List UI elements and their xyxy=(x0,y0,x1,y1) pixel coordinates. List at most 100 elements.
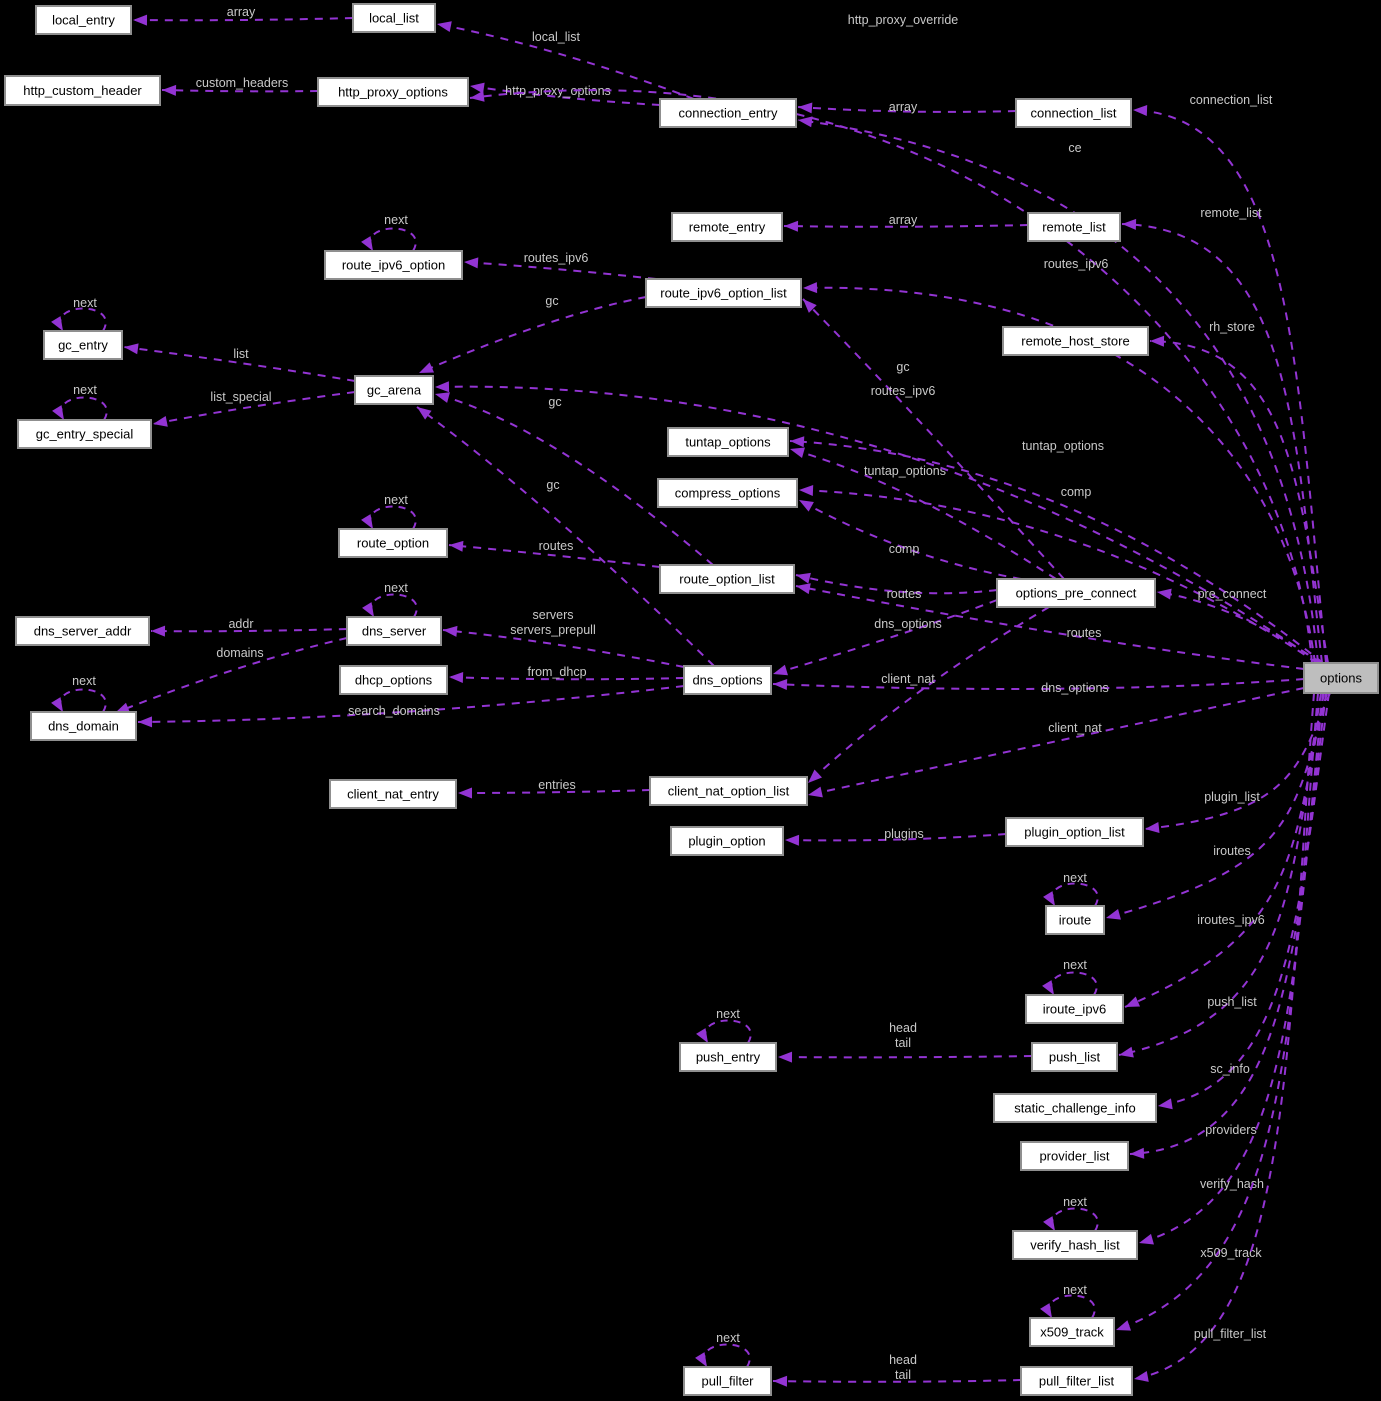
edge-label: next xyxy=(1063,958,1087,972)
edge-options-client_nat_option_list xyxy=(807,687,1305,796)
node-dns_server[interactable]: dns_server xyxy=(346,616,442,646)
arrowhead-icon xyxy=(1125,996,1141,1007)
arrowhead-icon xyxy=(443,625,458,637)
arrowhead-icon xyxy=(790,447,805,459)
edge-options-provider_list xyxy=(1129,692,1327,1155)
self-loop-pull_filter xyxy=(703,1343,751,1368)
edge-options-remote_list xyxy=(1121,223,1323,664)
arrowhead-icon xyxy=(1116,1320,1132,1331)
node-http_proxy_options[interactable]: http_proxy_options xyxy=(317,77,469,107)
edge-options-pull_filter_list xyxy=(1133,692,1315,1380)
edge-label: next xyxy=(384,581,408,595)
edge-label: list_special xyxy=(210,390,271,404)
arrowhead-icon xyxy=(1106,908,1121,920)
edge-gc_arena-gc_entry_special xyxy=(152,391,356,425)
edge-label: dns_options xyxy=(1041,681,1108,695)
node-iroute_ipv6[interactable]: iroute_ipv6 xyxy=(1025,994,1124,1024)
arrowhead-icon xyxy=(138,716,153,728)
node-route_option[interactable]: route_option xyxy=(338,528,448,558)
edge-label: verify_hash xyxy=(1200,1177,1264,1191)
node-push_list[interactable]: push_list xyxy=(1031,1042,1118,1072)
edge-options_pre_connect-client_nat_option_list xyxy=(807,606,1050,784)
node-dns_domain[interactable]: dns_domain xyxy=(30,711,137,741)
edge-label: next xyxy=(716,1007,740,1021)
node-verify_hash_list[interactable]: verify_hash_list xyxy=(1012,1230,1138,1260)
node-remote_list[interactable]: remote_list xyxy=(1027,212,1121,242)
edge-label: routes_ipv6 xyxy=(1044,257,1109,271)
edge-options-connection_entry xyxy=(797,119,1319,664)
edge-options-verify_hash_list xyxy=(1138,692,1324,1244)
arrowhead-icon xyxy=(115,702,131,713)
node-gc_entry[interactable]: gc_entry xyxy=(43,330,123,360)
arrowhead-icon xyxy=(1043,1216,1055,1231)
edge-options_pre_connect-route_option_list xyxy=(795,574,998,595)
node-push_entry[interactable]: push_entry xyxy=(679,1042,777,1072)
arrowhead-icon xyxy=(470,90,485,102)
edge-options-compress_options xyxy=(798,489,1318,664)
node-connection_entry[interactable]: connection_entry xyxy=(659,98,797,128)
edge-connection_entry-http_proxy_options xyxy=(469,85,661,106)
edge-label: sc_info xyxy=(1210,1062,1250,1076)
arrowhead-icon xyxy=(458,787,472,799)
edge-remote_list-remote_entry xyxy=(783,224,1029,228)
edge-options-iroute xyxy=(1105,692,1328,919)
node-tuntap_options[interactable]: tuntap_options xyxy=(667,427,789,457)
node-remote_entry[interactable]: remote_entry xyxy=(671,212,783,242)
node-client_nat_entry[interactable]: client_nat_entry xyxy=(329,779,457,809)
arrowhead-icon xyxy=(803,282,818,294)
node-static_challenge_info[interactable]: static_challenge_info xyxy=(993,1093,1157,1123)
edge-label: gc xyxy=(548,395,561,409)
edge-label: list xyxy=(233,347,249,361)
edge-label: next xyxy=(72,674,96,688)
edge-label: x509_track xyxy=(1200,1246,1262,1260)
self-loop-verify_hash_list xyxy=(1051,1207,1099,1232)
edge-options-remote_host_store xyxy=(1149,340,1329,664)
arrowhead-icon xyxy=(1158,1098,1173,1110)
edge-label: search_domains xyxy=(348,704,440,718)
node-route_ipv6_option_list[interactable]: route_ipv6_option_list xyxy=(645,278,802,308)
edge-http_proxy_options-http_custom_header xyxy=(161,89,319,93)
self-loop-x509_track xyxy=(1048,1294,1096,1319)
node-route_option_list[interactable]: route_option_list xyxy=(659,564,795,594)
node-plugin_option[interactable]: plugin_option xyxy=(670,826,784,856)
node-pull_filter[interactable]: pull_filter xyxy=(683,1366,772,1396)
edge-pull_filter_list-pull_filter xyxy=(772,1379,1022,1383)
node-local_list[interactable]: local_list xyxy=(352,3,436,33)
node-dns_server_addr[interactable]: dns_server_addr xyxy=(15,616,150,646)
node-pull_filter_list[interactable]: pull_filter_list xyxy=(1020,1366,1133,1396)
edge-label: gc xyxy=(546,478,559,492)
node-dns_options[interactable]: dns_options xyxy=(683,665,772,695)
arrowhead-icon xyxy=(808,769,822,783)
node-x509_track[interactable]: x509_track xyxy=(1029,1317,1115,1347)
node-compress_options[interactable]: compress_options xyxy=(657,478,798,508)
edge-route_ipv6_option_list-route_ipv6_option xyxy=(463,261,657,280)
node-dhcp_options[interactable]: dhcp_options xyxy=(339,665,448,695)
node-options_pre_connect[interactable]: options_pre_connect xyxy=(996,578,1156,608)
node-plugin_option_list[interactable]: plugin_option_list xyxy=(1005,817,1144,847)
self-loop-gc_entry xyxy=(59,307,107,332)
edge-label: comp xyxy=(1061,485,1092,499)
node-connection_list[interactable]: connection_list xyxy=(1015,98,1132,128)
node-route_ipv6_option[interactable]: route_ipv6_option xyxy=(324,250,463,280)
node-client_nat_option_list[interactable]: client_nat_option_list xyxy=(649,776,808,806)
node-gc_entry_special[interactable]: gc_entry_special xyxy=(17,419,152,449)
node-remote_host_store[interactable]: remote_host_store xyxy=(1002,326,1149,356)
node-gc_arena[interactable]: gc_arena xyxy=(354,375,434,405)
edge-label: tuntap_options xyxy=(1022,439,1104,453)
arrowhead-icon xyxy=(1122,218,1137,230)
node-options[interactable]: options xyxy=(1303,662,1379,694)
edge-plugin_option_list-plugin_option xyxy=(784,833,1007,842)
edge-label: from_dhcp xyxy=(527,665,586,679)
edge-label: next xyxy=(73,383,97,397)
node-http_custom_header[interactable]: http_custom_header xyxy=(4,75,161,106)
edge-label: next xyxy=(1063,1195,1087,1209)
node-provider_list[interactable]: provider_list xyxy=(1020,1141,1129,1171)
arrowhead-icon xyxy=(1042,980,1054,995)
node-local_entry[interactable]: local_entry xyxy=(35,5,132,35)
arrowhead-icon xyxy=(151,625,166,637)
node-iroute[interactable]: iroute xyxy=(1045,905,1105,935)
